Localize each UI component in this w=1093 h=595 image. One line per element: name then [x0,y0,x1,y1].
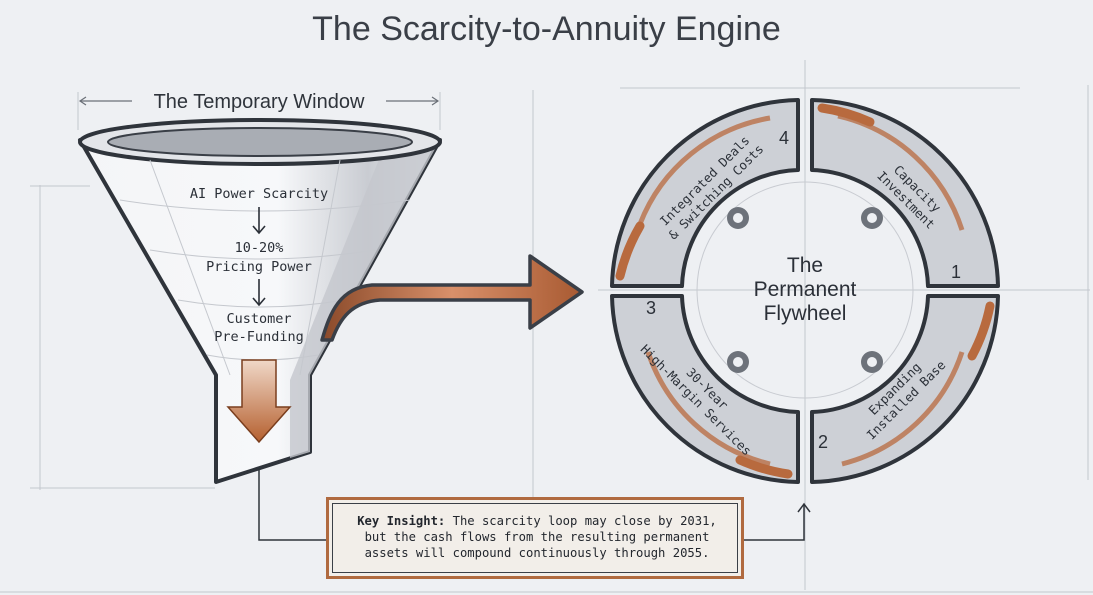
funnel-output-arrow [226,359,292,444]
segment-number-3: 3 [646,298,656,318]
page-title: The Scarcity-to-Annuity Engine [312,10,781,48]
key-insight-line2: but the cash flows from the resulting pe… [364,530,710,544]
flywheel [610,98,1000,484]
funnel-dimension-line [78,96,440,106]
funnel-step-percent: 10-20% [235,240,284,256]
transfer-arrow-icon [320,254,584,342]
key-insight-line1: The scarcity loop may close by 2031, [452,514,717,528]
segment-number-4: 4 [779,128,789,148]
funnel-arrow-down-icon-2 [252,279,266,307]
funnel-arrow-down-icon [252,207,266,235]
key-insight-box: Key Insight: The scarcity loop may close… [326,497,744,579]
funnel-label: The Temporary Window [154,91,365,113]
funnel-step-prefunding: Pre-Funding [214,329,303,345]
flywheel-title-line2: Permanent [754,278,857,301]
key-insight-line3: assets will compound continuously throug… [364,546,710,560]
flywheel-title-line1: The [787,254,823,277]
funnel-step-pricing: Pricing Power [206,259,312,275]
funnel-step-customer: Customer [226,311,291,327]
flywheel-segment-4 [610,98,800,288]
flywheel-segment-1 [810,98,1000,288]
blueprint-lines [0,60,1093,593]
flywheel-segment-3 [610,294,800,484]
funnel [78,118,442,484]
insight-connectors [258,468,811,541]
key-insight-label: Key Insight: [357,514,446,528]
segment-number-2: 2 [818,432,828,452]
segment-number-1: 1 [951,262,961,282]
flywheel-title-line3: Flywheel [764,302,847,325]
funnel-step-scarcity: AI Power Scarcity [190,186,328,202]
flywheel-segment-2 [810,294,1000,484]
